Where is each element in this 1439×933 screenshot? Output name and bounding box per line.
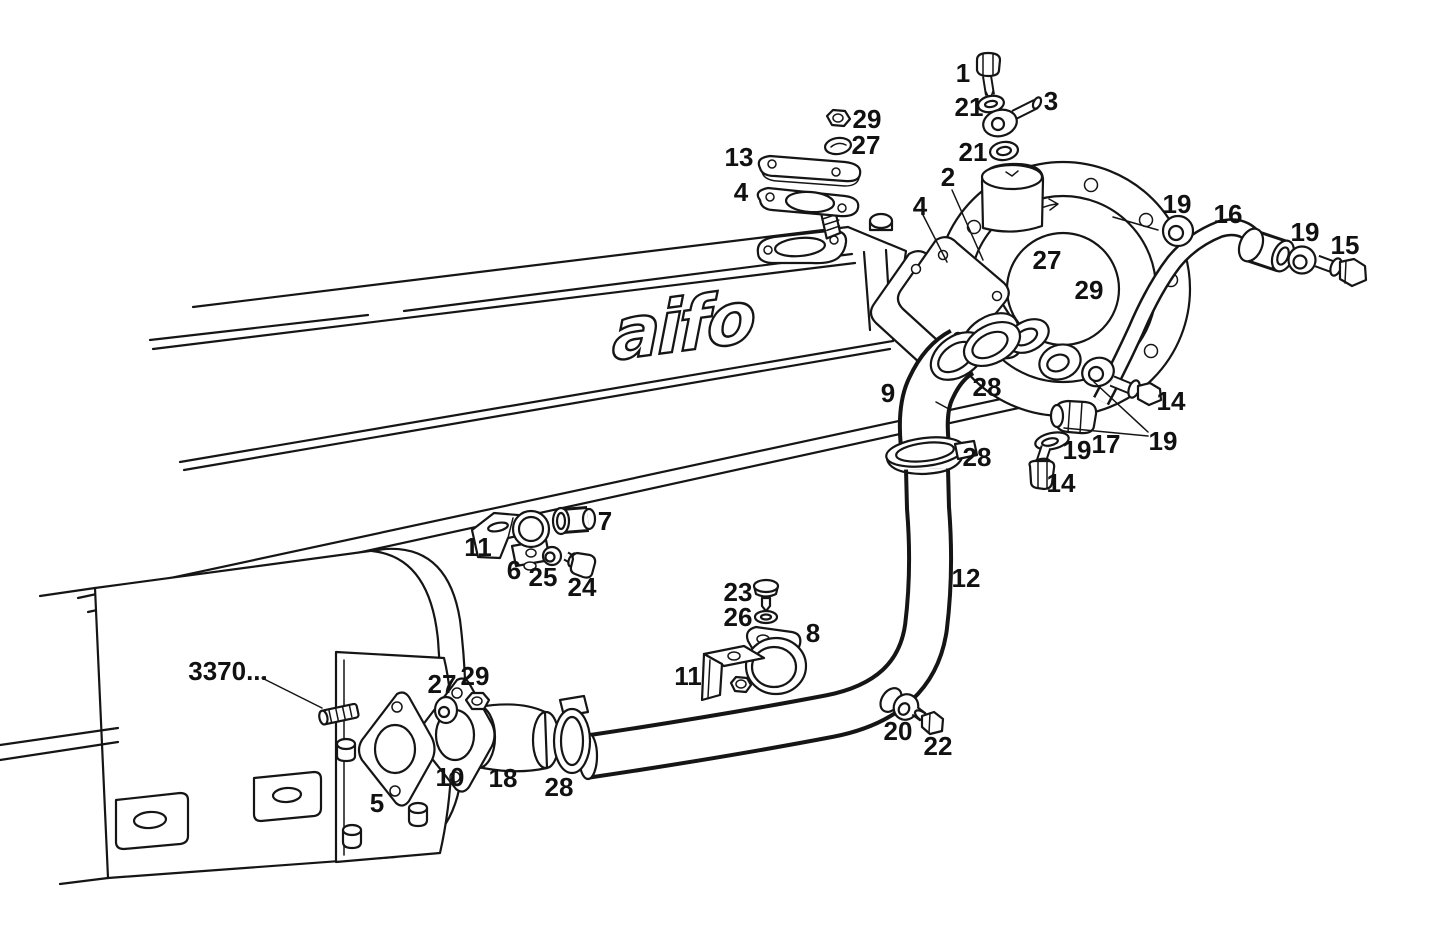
- plate-bolt-b: [407, 801, 429, 828]
- outlet-flange-group: [318, 677, 561, 807]
- part-callout-8: 8: [806, 618, 820, 648]
- bolt-14-lower: [1028, 445, 1056, 491]
- part-callout-16: 16: [1214, 199, 1243, 229]
- washer-19-c: [1081, 356, 1115, 388]
- part-callout-27: 27: [428, 669, 457, 699]
- mounting-foot-right: [252, 770, 323, 823]
- bolt-15: [1314, 254, 1368, 288]
- elbow-hose-group: [885, 320, 1022, 476]
- banjo-bolt-group: [975, 51, 1043, 162]
- washer-19-d: [1034, 431, 1070, 451]
- thermostat-cap: [980, 162, 1045, 233]
- washer-26: [753, 609, 779, 625]
- screw-23: [752, 578, 780, 613]
- plate-bolt-c: [335, 737, 357, 763]
- seal-27-lower: [433, 695, 459, 725]
- bracket-11-large: [700, 644, 766, 702]
- nut-29-lower: [464, 691, 491, 711]
- bypass-pipe-group: [1093, 214, 1368, 406]
- mounting-foot-left: [114, 791, 190, 851]
- part-callout-21: 21: [959, 137, 988, 167]
- part-callout-4: 4: [913, 191, 928, 221]
- part-callout-29: 29: [1075, 275, 1104, 305]
- part-callout-13: 13: [725, 142, 754, 172]
- part-callout-27: 27: [1033, 245, 1062, 275]
- part-callout-5: 5: [370, 788, 384, 818]
- pipe-bracket-large-group: [700, 578, 808, 702]
- part-callout-6: 6: [507, 555, 521, 585]
- main-coolant-pipe-group: [552, 468, 954, 781]
- washer-19-a: [1161, 214, 1195, 248]
- seal-ring-28-upper: [962, 320, 1022, 368]
- part-callout-1: 1: [956, 58, 970, 88]
- part-callout-28: 28: [963, 442, 992, 472]
- flange-gasket-5: [357, 691, 436, 807]
- plug-7: [551, 506, 597, 536]
- part-callout-19: 19: [1149, 426, 1178, 456]
- part-callout-26: 26: [724, 602, 753, 632]
- part-callout-7: 7: [598, 506, 612, 536]
- part-callout-28: 28: [973, 372, 1002, 402]
- part-callout-15: 15: [1331, 230, 1360, 260]
- part-callout-24: 24: [568, 572, 597, 602]
- part-callout-12: 12: [952, 563, 981, 593]
- leader-lines: [261, 189, 1159, 709]
- hose-clamp-28-lower: [885, 436, 979, 476]
- part-callout-3370: 3370...: [188, 656, 268, 686]
- elbow-union-17: [1049, 399, 1098, 435]
- part-callout-11: 11: [674, 661, 702, 691]
- part-callout-14: 14: [1157, 386, 1186, 416]
- part-callout-22: 22: [924, 731, 953, 761]
- part-callout-19: 19: [1063, 435, 1092, 465]
- part-callout-20: 20: [884, 716, 913, 746]
- part-callout-29: 29: [853, 104, 882, 134]
- part-callout-18: 18: [489, 763, 518, 793]
- part-callout-23: 23: [724, 577, 753, 607]
- part-callout-10: 10: [436, 762, 465, 792]
- part-callout-4: 4: [734, 177, 749, 207]
- heat-exchanger-tank: aifo: [148, 205, 908, 472]
- part-callout-21: 21: [955, 92, 984, 122]
- bolt-24: [563, 551, 597, 579]
- clamp-8: [744, 625, 808, 696]
- plate-bolt-a: [341, 823, 363, 850]
- part-callout-11: 11: [464, 532, 492, 562]
- part-callout-9: 9: [881, 378, 895, 408]
- nut-29-top: [825, 108, 852, 128]
- part-callout-29: 29: [461, 661, 490, 691]
- washer-25: [541, 545, 563, 567]
- cover-plate-group: [756, 108, 862, 218]
- part-callout-14: 14: [1047, 468, 1076, 498]
- part-callout-3: 3: [1044, 86, 1058, 116]
- clamp-6: [510, 509, 552, 571]
- bolt-22: [911, 706, 945, 736]
- part-callout-2: 2: [941, 162, 955, 192]
- part-callout-19: 19: [1291, 217, 1320, 247]
- stud-3370: [318, 702, 360, 726]
- pump-port-fittings: [1028, 343, 1163, 491]
- part-callout-28: 28: [545, 772, 574, 802]
- tank-bolt: [868, 212, 894, 232]
- washer-20: [892, 693, 920, 721]
- part-callout-25: 25: [529, 562, 558, 592]
- part-callout-17: 17: [1092, 429, 1121, 459]
- banjo-bolt-head: [975, 51, 1002, 78]
- hose-clamp-28-front: [552, 694, 592, 775]
- aifo-logo: aifo: [612, 275, 755, 378]
- part-callout-19: 19: [1163, 189, 1192, 219]
- seal-27-top: [823, 136, 853, 156]
- bolt-14-upper: [1109, 375, 1163, 407]
- washer-19-b: [1287, 245, 1317, 275]
- pipe-bracket-small-group: [470, 506, 597, 579]
- part-callout-27: 27: [852, 130, 881, 160]
